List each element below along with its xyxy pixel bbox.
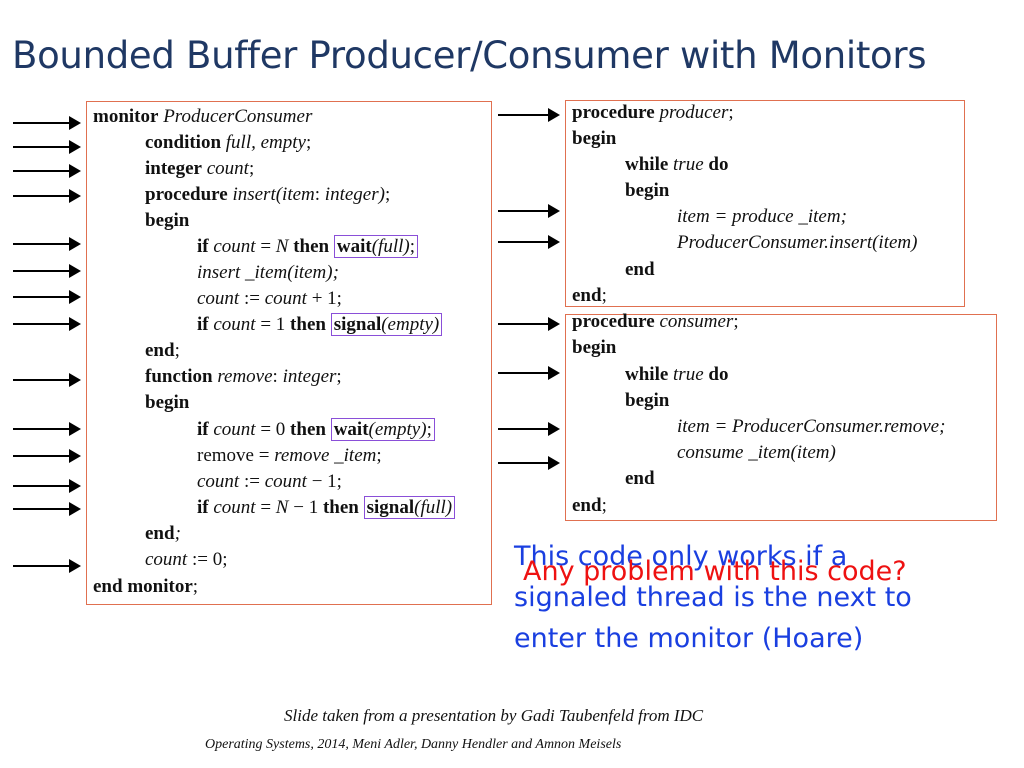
producer-line-7: end [625,259,655,280]
monitor-line-1: monitor ProducerConsumer [93,106,313,127]
monitor-line-8: count := count + 1; [197,288,342,309]
hoare-note: This code only works if a signaled threa… [514,536,1014,659]
credit-line-1: Slide taken from a presentation by Gadi … [284,706,704,725]
consumer-line-8: end; [572,495,607,516]
producer-code-box [565,100,965,307]
producer-line-8: end; [572,285,607,306]
consumer-code-box [565,314,997,521]
arrow-right-icon [13,422,81,436]
producer-line-4: begin [625,180,670,201]
arrow-right-icon [13,479,81,493]
monitor-line-13: if count = 0 then wait(empty); [197,418,435,441]
arrow-right-icon [498,422,560,436]
monitor-line-11: function remove: integer; [145,366,342,387]
arrow-right-icon [13,502,81,516]
consumer-line-1: procedure consumer; [572,311,739,332]
monitor-line-17: end; [145,523,181,544]
producer-line-3: while true do [625,154,729,175]
arrow-right-icon [13,559,81,573]
wait-full-highlight: wait(full); [333,235,418,258]
consumer-line-7: end [625,468,655,489]
arrow-right-icon [498,235,560,249]
arrow-right-icon [13,164,81,178]
monitor-line-10: end; [145,340,180,361]
monitor-code-box [86,101,492,605]
arrow-right-icon [13,140,81,154]
arrow-right-icon [13,449,81,463]
monitor-line-7: insert _item(item); [197,262,339,283]
arrow-right-icon [13,264,81,278]
consumer-line-2: begin [572,337,617,358]
consumer-line-6: consume _item(item) [677,442,836,463]
producer-line-5: item = produce _item; [677,206,847,227]
signal-empty-highlight: signal(empty) [330,313,443,336]
consumer-line-3: while true do [625,364,729,385]
consumer-line-5: item = ProducerConsumer.remove; [677,416,946,437]
arrow-right-icon [13,373,81,387]
monitor-line-16: if count = N − 1 then signal(full) [197,496,456,519]
arrow-right-icon [13,116,81,130]
slide-title: Bounded Buffer Producer/Consumer with Mo… [12,34,927,77]
arrow-right-icon [498,456,560,470]
arrow-right-icon [13,317,81,331]
monitor-line-2: condition full, empty; [145,132,312,153]
arrow-right-icon [498,366,560,380]
monitor-line-12: begin [145,392,190,413]
producer-line-1: procedure producer; [572,102,734,123]
credit-line-2: Operating Systems, 2014, Meni Adler, Dan… [205,737,622,752]
monitor-line-6: if count = N then wait(full); [197,235,418,258]
monitor-line-14: remove = remove _item; [197,445,382,466]
hoare-note-line-3: enter the monitor (Hoare) [514,623,864,654]
arrow-right-icon [498,204,560,218]
problem-question: Any problem with this code? [523,556,907,587]
wait-empty-highlight: wait(empty); [330,418,435,441]
hoare-note-line-2: signaled thread is the next to [514,582,912,613]
arrow-right-icon [13,189,81,203]
producer-line-2: begin [572,128,617,149]
signal-full-highlight: signal(full) [363,496,456,519]
monitor-line-19: end monitor; [93,576,199,597]
producer-line-6: ProducerConsumer.insert(item) [677,232,918,253]
monitor-line-3: integer count; [145,158,255,179]
monitor-line-4: procedure insert(item: integer); [145,184,391,205]
monitor-line-15: count := count − 1; [197,471,342,492]
monitor-line-18: count := 0; [145,549,228,570]
arrow-right-icon [498,108,560,122]
arrow-right-icon [13,290,81,304]
arrow-right-icon [13,237,81,251]
consumer-line-4: begin [625,390,670,411]
monitor-line-9: if count = 1 then signal(empty) [197,313,443,336]
monitor-line-5: begin [145,210,190,231]
arrow-right-icon [498,317,560,331]
hoare-note-line-1: This code only works if a [514,541,848,572]
